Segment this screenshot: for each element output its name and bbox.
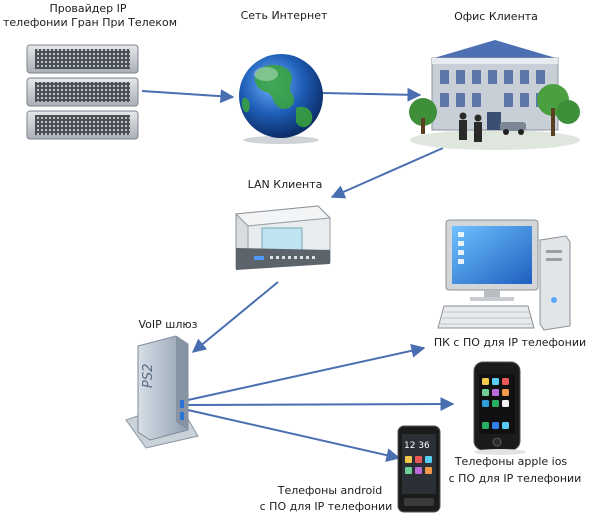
arrow-office-to-lan xyxy=(330,147,444,199)
arrow-provider-to-internet xyxy=(141,89,235,104)
provider-label-line1: Провайдер IP xyxy=(49,2,127,15)
iphone-icon xyxy=(473,361,526,455)
ios-label-line1: Телефоны apple ios xyxy=(454,455,568,468)
arrow-lan-to-gateway xyxy=(191,281,279,353)
pc-icon xyxy=(437,219,571,331)
arrow-gateway-to-pc xyxy=(187,343,426,401)
provider-label-line2: телефонии Гран При Телеком xyxy=(3,16,178,29)
android-label-line2: с ПО для IP телефонии xyxy=(259,500,393,513)
arrow-internet-to-office xyxy=(321,87,422,102)
internet-label: Сеть Интернет xyxy=(240,9,328,22)
router-icon xyxy=(234,205,332,270)
connection-arrows xyxy=(141,87,455,463)
android-phone-icon: 12 36 xyxy=(397,425,441,513)
ios-label-line2: с ПО для IP телефонии xyxy=(448,472,582,485)
arrow-gateway-to-android xyxy=(187,409,401,463)
arrow-gateway-to-ios xyxy=(187,397,455,412)
office-building-icon xyxy=(409,40,580,150)
pc-label: ПК с ПО для IP телефонии xyxy=(433,336,587,349)
server-icon xyxy=(26,44,139,140)
globe-icon xyxy=(239,54,323,144)
office-label: Офис Клиента xyxy=(454,10,538,23)
voip-gateway-icon: PS2 xyxy=(125,335,199,449)
lan-label: LAN Клиента xyxy=(247,178,323,191)
voip-label: VoIP шлюз xyxy=(138,318,198,331)
android-clock-text: 12 36 xyxy=(404,441,430,451)
gateway-brand-text: PS2 xyxy=(141,364,156,388)
android-label-line1: Телефоны android xyxy=(277,484,383,497)
